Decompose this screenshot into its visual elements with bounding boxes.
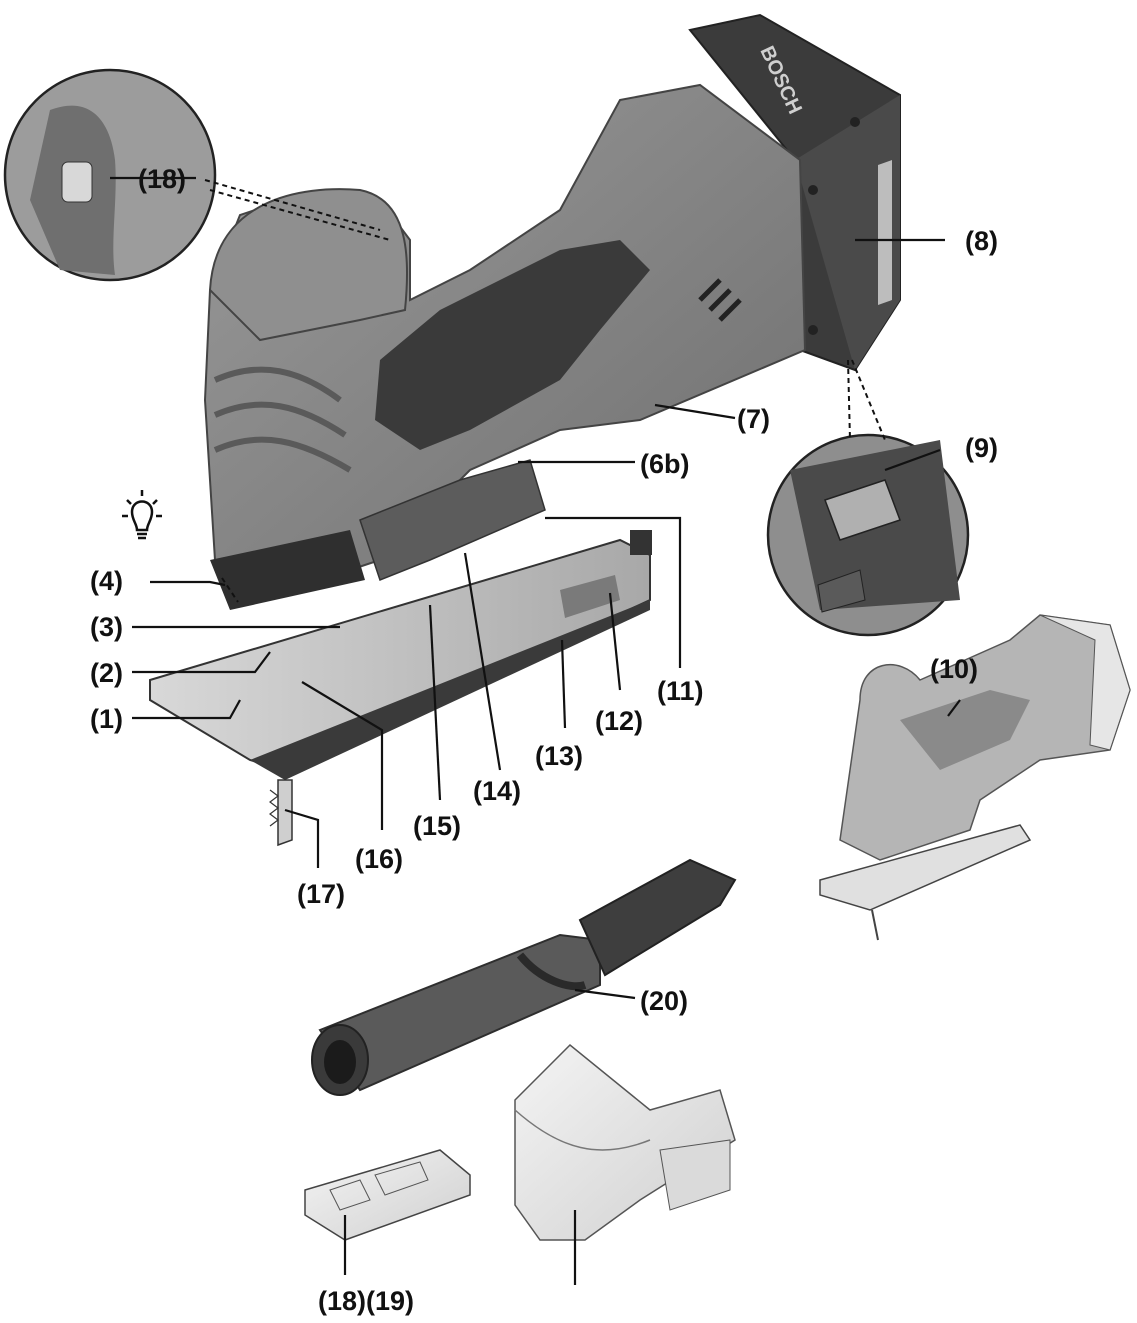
zoom-detail-battery-release [766, 359, 970, 637]
label-15: (15) [413, 811, 461, 841]
base-plate [149, 530, 652, 780]
label-10: (10) [930, 654, 978, 684]
saw-blade [269, 779, 293, 847]
label-14: (14) [473, 776, 521, 806]
label-7: (7) [737, 404, 770, 434]
tool-housing [203, 83, 807, 610]
label-16: (16) [355, 844, 403, 874]
label-12: (12) [595, 706, 643, 736]
label-6b: (6b) [640, 449, 690, 479]
label-4: (4) [90, 566, 123, 596]
jigsaw-main-illustration: BOSCH [149, 13, 901, 847]
label-18-19: (18)(19) [318, 1286, 414, 1316]
label-2: (2) [90, 658, 123, 688]
extraction-adapter [311, 858, 737, 1096]
callout-labels: (18) (8) (7) (9) (6b) (4) (3) (2) (1) (1… [90, 164, 998, 1316]
leader-lines [110, 176, 961, 1285]
zoom-detail-light [3, 68, 391, 282]
label-11: (11) [657, 676, 704, 706]
anti-splinter-guard [304, 1149, 471, 1241]
label-20: (20) [640, 986, 688, 1016]
chip-guard [514, 1043, 736, 1241]
label-1: (1) [90, 704, 123, 734]
label-8: (8) [965, 226, 998, 256]
label-9: (9) [965, 433, 998, 463]
jigsaw-with-dust-extraction [819, 614, 1131, 941]
light-bulb-icon [122, 490, 162, 540]
label-17: (17) [297, 879, 345, 909]
label-3: (3) [90, 612, 123, 642]
battery-pack: BOSCH [688, 13, 901, 372]
label-18-top: (18) [138, 164, 186, 194]
label-13: (13) [535, 741, 583, 771]
